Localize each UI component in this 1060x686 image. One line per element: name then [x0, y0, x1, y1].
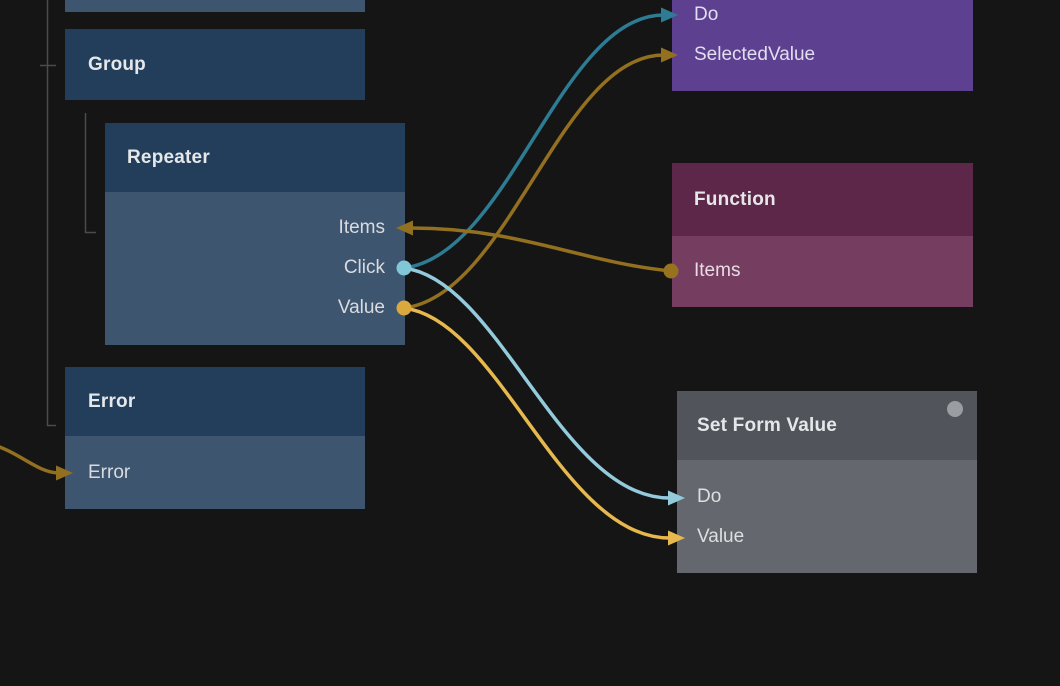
node-set-form-value-body: Do Value — [677, 460, 977, 573]
port-function-items-label: Items — [694, 260, 741, 281]
node-function-header[interactable]: Function — [672, 163, 973, 236]
wire-value-to-sfv-value[interactable] — [402, 306, 672, 540]
wire-value-to-selectedvalue[interactable] — [402, 53, 666, 310]
port-sfv-do[interactable]: Do — [677, 477, 977, 517]
port-error-error-label: Error — [88, 462, 131, 483]
node-repeater-header[interactable]: Repeater — [105, 123, 405, 192]
node-clipped-top[interactable] — [65, 0, 365, 12]
port-function-items[interactable]: Items — [672, 251, 973, 291]
node-set-form-value-title: Set Form Value — [697, 414, 838, 436]
status-dot — [947, 401, 963, 417]
node-function-title: Function — [694, 188, 776, 210]
port-sfv-value-label: Value — [697, 526, 745, 547]
node-set-form-value[interactable]: Set Form Value Do Value — [677, 391, 977, 573]
port-repeater-value[interactable]: Value — [105, 288, 405, 328]
port-sfv-do-label: Do — [697, 486, 722, 507]
node-function[interactable]: Function Items — [672, 163, 973, 307]
node-group[interactable]: Group — [65, 29, 365, 100]
wire-click-to-sfv-do[interactable] — [402, 266, 672, 500]
port-repeater-value-label: Value — [337, 297, 385, 318]
port-repeater-click[interactable]: Click — [105, 248, 405, 288]
node-group-header[interactable]: Group — [65, 29, 365, 100]
node-error-title: Error — [88, 390, 136, 412]
port-repeater-click-label: Click — [343, 257, 385, 278]
node-set-form-value-header[interactable]: Set Form Value — [677, 391, 977, 460]
wire-click-to-do[interactable] — [402, 13, 666, 270]
node-repeater[interactable]: Repeater Items Click Value — [105, 123, 405, 345]
node-repeater-title: Repeater — [127, 146, 210, 168]
port-repeater-items[interactable]: Items — [105, 208, 405, 248]
node-error-body: Error — [65, 436, 365, 509]
tree-line-root — [46, 0, 56, 427]
node-group-title: Group — [88, 53, 146, 75]
port-repeater-items-label: Items — [338, 217, 385, 238]
node-purple-clipped[interactable]: Do SelectedValue — [672, 0, 973, 91]
node-error[interactable]: Error Error — [65, 367, 365, 509]
node-purple-ports: Do SelectedValue — [672, 0, 973, 75]
wire-offscreen-to-error[interactable] — [0, 443, 60, 475]
port-purple-selectedvalue-label: SelectedValue — [694, 44, 816, 65]
port-purple-do[interactable]: Do — [672, 0, 973, 35]
node-repeater-body: Items Click Value — [105, 192, 405, 345]
port-sfv-value[interactable]: Value — [677, 517, 977, 557]
port-purple-do-label: Do — [694, 4, 719, 25]
node-function-body: Items — [672, 236, 973, 307]
node-error-header[interactable]: Error — [65, 367, 365, 436]
wire-functionitems-to-repeateritems[interactable] — [409, 226, 673, 273]
port-error-error[interactable]: Error — [65, 453, 365, 493]
tree-line-repeater — [84, 113, 96, 234]
port-purple-selectedvalue[interactable]: SelectedValue — [672, 35, 973, 75]
